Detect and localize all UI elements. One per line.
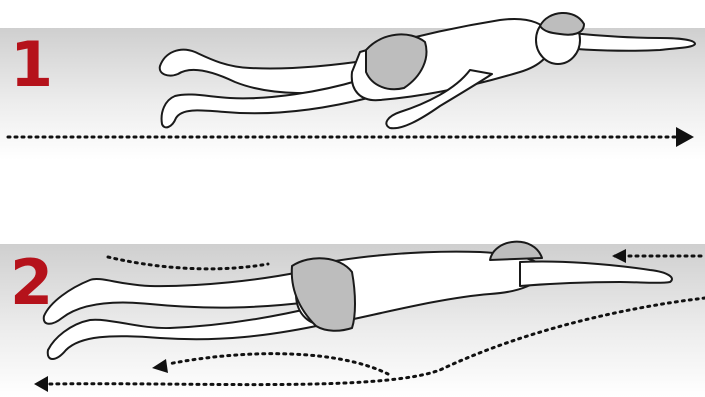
panel-2-illustration	[0, 232, 705, 397]
panel-1: 1	[0, 0, 705, 150]
step-number-1: 1	[10, 34, 53, 96]
panel-2: 2	[0, 232, 705, 397]
step-number-2: 2	[10, 252, 53, 314]
panel-1-illustration	[0, 0, 705, 160]
